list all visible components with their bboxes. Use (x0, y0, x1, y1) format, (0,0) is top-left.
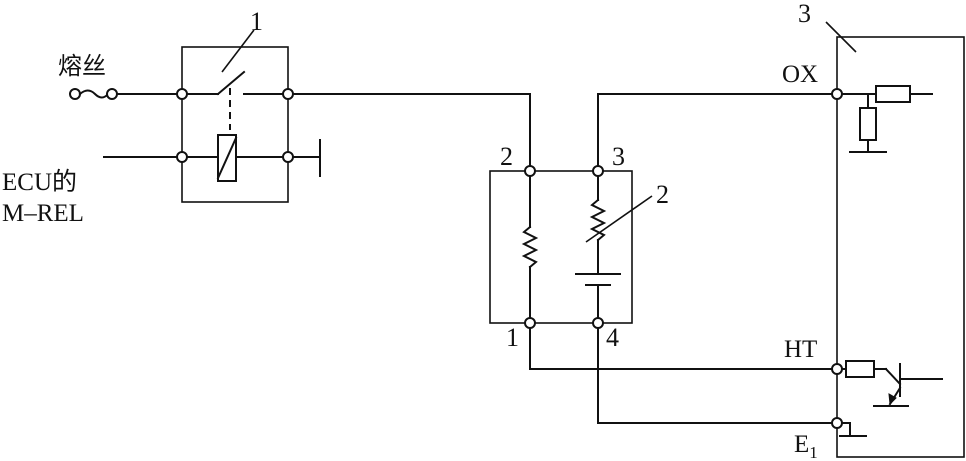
heater-resistor (521, 225, 539, 269)
fuse-output-terminal (106, 88, 118, 100)
relay-switch-blade (216, 70, 246, 96)
relay-terminal-switch-out (282, 88, 294, 100)
sensor-terminal-4-label: 4 (606, 323, 619, 352)
transistor-collector (884, 367, 902, 386)
wire-sensor-3-to-ox (597, 93, 833, 167)
wire-sensor-4-to-e1 (597, 327, 833, 424)
main-relay: 1 (176, 7, 321, 203)
ecu-e1-label: E1 (794, 431, 818, 461)
sensor-terminal-1 (524, 317, 536, 329)
fuse-input-terminal (69, 88, 81, 100)
relay-terminal-coil-out (282, 151, 294, 163)
fuse-symbol (78, 89, 110, 99)
sensor-terminal-1-label: 1 (506, 323, 519, 352)
fuse-input: 熔丝 (58, 52, 178, 100)
sensor-housing (489, 170, 633, 324)
ht-series-resistor (845, 360, 875, 378)
ecu-e1-subscript: 1 (809, 443, 818, 461)
callout-ecu-leader (825, 21, 857, 53)
ecu-label-line2: M–REL (2, 200, 84, 227)
ox-series-resistor (875, 85, 911, 103)
sensor-terminal-4 (592, 317, 604, 329)
ecu: 3 OX HT E1 (782, 0, 965, 461)
ecu-ht-terminal (831, 363, 843, 375)
relay-coil-diagonal (216, 136, 238, 180)
callout-relay: 1 (250, 7, 263, 36)
callout-sensor: 2 (656, 180, 669, 209)
ox-shunt-resistor (859, 107, 877, 141)
relay-housing (181, 46, 289, 203)
ecu-mrel-input: ECU的 M–REL (2, 156, 178, 227)
wire-relay-to-sensor-2 (292, 93, 531, 167)
sensor-terminal-3 (592, 165, 604, 177)
ecu-housing (836, 36, 965, 458)
sensor-terminal-2 (524, 165, 536, 177)
callout-ecu: 3 (798, 0, 811, 28)
ecu-ox-label: OX (782, 61, 818, 88)
relay-terminal-coil-in (176, 151, 188, 163)
transistor-emitter-arrow (888, 393, 897, 406)
sensor-terminal-2-label: 2 (500, 142, 513, 171)
ecu-e1-terminal (831, 417, 843, 429)
sensor-variable-arrow (585, 195, 653, 243)
fuse-label: 熔丝 (58, 52, 106, 80)
sensor-variable-resistor (589, 198, 607, 242)
wire-sensor-1-to-ht (529, 327, 833, 370)
ecu-ht-label: HT (784, 336, 817, 363)
relay-terminal-switch-in (176, 88, 188, 100)
oxygen-sensor: 2 3 1 4 2 (489, 142, 669, 352)
ecu-e1-main: E (794, 431, 809, 458)
callout-relay-leader (221, 29, 255, 73)
ecu-label-line1: ECU的 (2, 168, 77, 196)
sensor-terminal-3-label: 3 (612, 142, 625, 171)
ecu-ox-terminal (831, 88, 843, 100)
